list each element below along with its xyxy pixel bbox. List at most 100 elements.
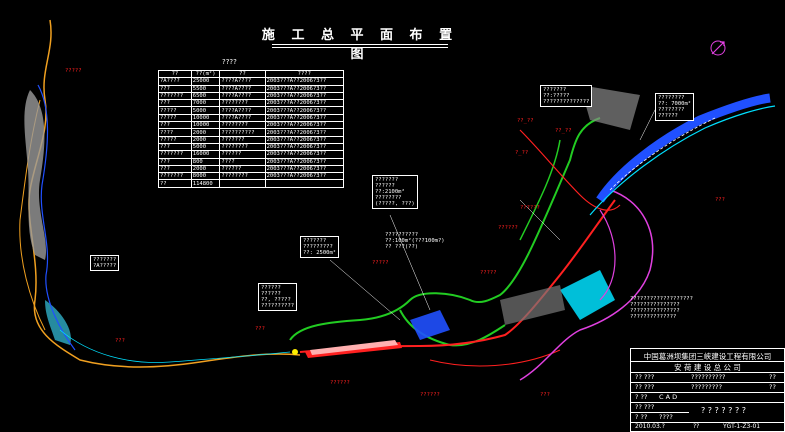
table-cell: 2003???A??2006?3?? [264, 99, 345, 108]
red-label: ?????? [498, 225, 518, 231]
green-road-3 [519, 139, 561, 241]
red-label: ??? [255, 326, 265, 332]
table-header-cell: ?? [158, 69, 192, 79]
table-cell: ???????? [219, 99, 266, 108]
red-label: ??? [115, 338, 125, 344]
table-cell: ????? [158, 135, 192, 144]
table-cell: ?????????? [219, 128, 266, 137]
red-road [299, 199, 616, 353]
table-cell: 2003???A??2006?3?? [264, 135, 345, 144]
table-cell: 2003???A??2006?3?? [264, 157, 345, 166]
title-block-cell: ?? ??? [635, 373, 655, 381]
title-block-cell: ?????????? [691, 373, 726, 381]
table-cell: ???? [219, 157, 266, 166]
red-label: ??? [715, 197, 725, 203]
table-row: ?????5000????A????2003???A??2006?3?? [158, 106, 345, 115]
table-cell: 2003???A??2006?3?? [264, 113, 345, 123]
table-body: ?A????25000????A????2003???A??2006?3????… [158, 77, 345, 188]
table-cell: ??????? [158, 150, 192, 159]
table-cell: 114800 [190, 179, 221, 188]
legend-note: ??????????????????? ??????????????? ????… [630, 296, 693, 320]
green-road [289, 117, 601, 341]
table-cell: 2000 [190, 128, 221, 137]
company-name: 中国葛洲坝集团三峡建设工程有限公司 [643, 352, 772, 361]
terrain-center [500, 285, 565, 325]
red-label: ?????? [420, 392, 440, 398]
table-cell: ??? [158, 157, 192, 166]
red-label: ????? [372, 260, 389, 266]
table-cell: ???????? [219, 172, 266, 181]
blue-zone [410, 310, 450, 340]
table-cell: ???????? [219, 121, 266, 130]
title-block-cell: ?? [769, 373, 776, 381]
table-header-row: ?? ??(m²) ?? ???? [158, 69, 345, 79]
red-label: ?????? [330, 380, 350, 386]
table-header-cell: ?? [219, 69, 266, 79]
cyan-channel [59, 329, 291, 363]
north-arrow-icon [710, 40, 726, 56]
table-row: ???5500????A????2003???A??2006?3?? [158, 84, 345, 93]
table-cell: 7000 [190, 99, 221, 108]
table-cell: 2003???A??2006?3?? [264, 172, 345, 181]
table-row: ???????16000??????2003???A??2006?3?? [158, 150, 345, 159]
table-cell: ?????? [219, 150, 266, 159]
title-underline [272, 44, 448, 45]
red-label: ?_?? [515, 150, 529, 156]
table-cell: 2003???A??2006?3?? [264, 142, 345, 152]
table-cell: 6500 [190, 91, 221, 101]
table-caption: ???? [222, 58, 237, 66]
table-cell: 16000 [190, 150, 221, 159]
table-row: ???10000????????2003???A??2006?3?? [158, 121, 345, 130]
table-cell: ??? [158, 99, 192, 108]
table-cell: 2003???A??2006?3?? [264, 84, 345, 93]
title-block-cell: ? ?? [635, 413, 648, 421]
table-cell: 800 [190, 157, 221, 166]
pink-strip [310, 340, 398, 355]
table-cell: ?A???? [158, 77, 192, 86]
red-label: ????? [480, 270, 497, 276]
table-cell: ???????? [219, 142, 266, 152]
table-cell: 2003???A??2006?3?? [264, 106, 345, 115]
annotation-box: ??????? ?A????? [90, 255, 120, 271]
table-cell: ??? [158, 164, 192, 174]
table-cell: ????A???? [219, 113, 266, 123]
title-block-cell: ?? [693, 423, 700, 430]
red-label: ?????? [520, 205, 540, 211]
title-underline [272, 47, 448, 48]
table-row: ???800????2003???A??2006?3?? [158, 157, 345, 166]
table-cell: 5500 [190, 84, 221, 93]
table-row: ?????2000???????2003???A??2006?3?? [158, 135, 345, 144]
cyan-arc [589, 105, 776, 216]
table-cell: 5000 [190, 106, 221, 115]
table-cell: ????A???? [219, 91, 266, 101]
table-cell: 2003???A??2006?3?? [264, 121, 345, 130]
river-blue [37, 84, 76, 351]
table-cell: 25000 [190, 77, 221, 86]
red-label: ??? [540, 392, 550, 398]
annotation-box: ??????? ????????? ??: 2500m² [300, 236, 340, 258]
table-header-cell: ??(m²) [190, 69, 221, 79]
table-cell: 8000 [190, 172, 221, 181]
table-row: ???7000????????2003???A??2006?3?? [158, 99, 345, 108]
title-block-cell: ?? ??? [635, 403, 655, 411]
red-road-2 [519, 129, 621, 211]
title-block-cell: ? ?? [635, 393, 648, 401]
table-cell: ?? [158, 179, 192, 188]
table-cell: 10000 [190, 113, 221, 123]
annotation-box: ?????? ?????? ??, ????? ?????????? [258, 283, 298, 311]
table-cell: 2003???A??2006?3?? [264, 77, 345, 86]
title-block-cell: ?? ??? [635, 383, 655, 391]
leader-line [329, 259, 401, 321]
table-row: ????2000??????????2003???A??2006?3?? [158, 128, 345, 137]
red-label: ????? [65, 68, 82, 74]
white-arc [609, 117, 716, 191]
title-block-cell: C A D [659, 393, 678, 401]
table-cell: ????? [158, 106, 192, 115]
table-cell: ????A???? [219, 77, 266, 86]
table-row: ?????10000????A????2003???A??2006?3?? [158, 113, 345, 123]
cyan-zone [560, 270, 615, 320]
leader-line [389, 214, 431, 311]
table-cell: 2003???A??2006?3?? [264, 150, 345, 159]
magenta-road [519, 189, 654, 381]
